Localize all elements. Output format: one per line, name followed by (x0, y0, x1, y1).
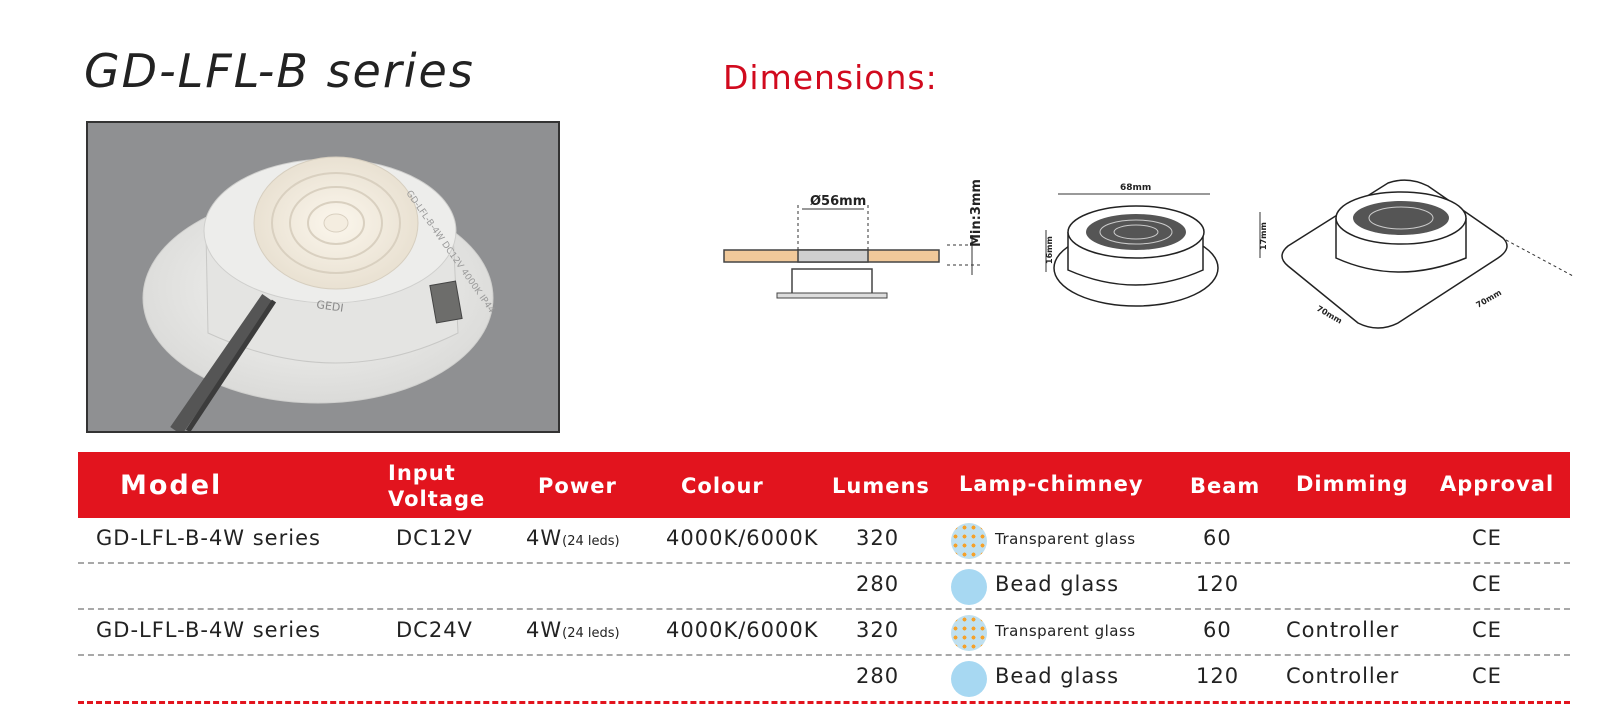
cell-approval: CE (1472, 526, 1502, 550)
width-label: 68mm (1120, 183, 1151, 193)
cell-power-note: (24 leds) (562, 626, 620, 641)
plate-height-label: 70mm (1475, 288, 1504, 310)
cell-voltage: DC12V (396, 526, 473, 550)
photo-brand-label: GEDI (316, 298, 345, 315)
cutout-diameter-label: Ø56mm (810, 194, 866, 209)
table-row: GD-LFL-B-4W series DC12V 4W(24 leds) 400… (78, 518, 1570, 564)
cell-lamp-chimney: Transparent glass (995, 622, 1136, 640)
table-row: 280 Bead glass 120 Controller CE (78, 656, 1570, 704)
cell-beam: 120 (1196, 664, 1240, 688)
table-row: GD-LFL-B-4W series DC24V 4W(24 leds) 400… (78, 610, 1570, 656)
top-view-drawing: 17mm 70mm 70mm (1259, 179, 1574, 329)
header-approval: Approval (1440, 472, 1555, 496)
header-lumens: Lumens (832, 474, 930, 498)
cell-lamp-chimney: Transparent glass (995, 530, 1136, 548)
header-power: Power (538, 474, 617, 498)
cutout-drawing: Ø56mm Min:3mm (723, 179, 984, 299)
cell-colour: 4000K/6000K (666, 526, 819, 550)
header-dimming: Dimming (1296, 472, 1409, 496)
height-label-side: 16mm (1045, 236, 1054, 264)
cell-lumens: 320 (856, 618, 900, 642)
cell-voltage: DC24V (396, 618, 473, 642)
cell-colour: 4000K/6000K (666, 618, 819, 642)
header-beam: Beam (1190, 474, 1261, 498)
cell-model: GD-LFL-B-4W series (96, 618, 321, 642)
height-label-top: 17mm (1259, 222, 1268, 250)
spec-table-header: Model Input Voltage Power Colour Lumens … (78, 452, 1570, 518)
cell-beam: 60 (1203, 526, 1232, 550)
header-lamp-chimney: Lamp-chimney (959, 472, 1144, 496)
cell-power-value: 4W (526, 526, 563, 550)
product-photo: GEDI GD-LFL-B-4W DC12V 4000K IP44 (86, 121, 560, 433)
table-row: 280 Bead glass 120 CE (78, 564, 1570, 610)
header-input-voltage: Input Voltage (388, 460, 485, 512)
header-input-voltage-line1: Input (388, 461, 456, 485)
cell-approval: CE (1472, 618, 1502, 642)
cell-beam: 60 (1203, 618, 1232, 642)
dimensions-title: Dimensions: (723, 58, 938, 97)
transparent-glass-icon (951, 523, 987, 559)
cell-model: GD-LFL-B-4W series (96, 526, 321, 550)
header-colour: Colour (681, 474, 764, 498)
bead-glass-icon (951, 661, 987, 697)
cell-dimming: Controller (1286, 618, 1400, 642)
cell-power: 4W(24 leds) (526, 526, 620, 550)
cell-lamp-chimney: Bead glass (995, 572, 1120, 596)
cell-lumens: 280 (856, 664, 900, 688)
header-model: Model (120, 470, 223, 501)
cell-power-value: 4W (526, 618, 563, 642)
cell-power-note: (24 leds) (562, 534, 620, 549)
cell-power: 4W(24 leds) (526, 618, 620, 642)
bead-glass-icon (951, 569, 987, 605)
spec-table-body: GD-LFL-B-4W series DC12V 4W(24 leds) 400… (78, 518, 1570, 704)
header-input-voltage-line2: Voltage (388, 487, 486, 511)
cell-approval: CE (1472, 664, 1502, 688)
side-view-drawing: 68mm 16mm (1045, 183, 1219, 307)
series-title: GD-LFL-B series (84, 44, 475, 98)
cell-approval: CE (1472, 572, 1502, 596)
cell-lumens: 320 (856, 526, 900, 550)
cell-lamp-chimney: Bead glass (995, 664, 1120, 688)
cell-lumens: 280 (856, 572, 900, 596)
min-thickness-label: Min:3mm (969, 179, 984, 247)
product-illustration: GEDI GD-LFL-B-4W DC12V 4000K IP44 (142, 156, 496, 431)
cell-dimming: Controller (1286, 664, 1400, 688)
transparent-glass-icon (951, 615, 987, 651)
cell-beam: 120 (1196, 572, 1240, 596)
